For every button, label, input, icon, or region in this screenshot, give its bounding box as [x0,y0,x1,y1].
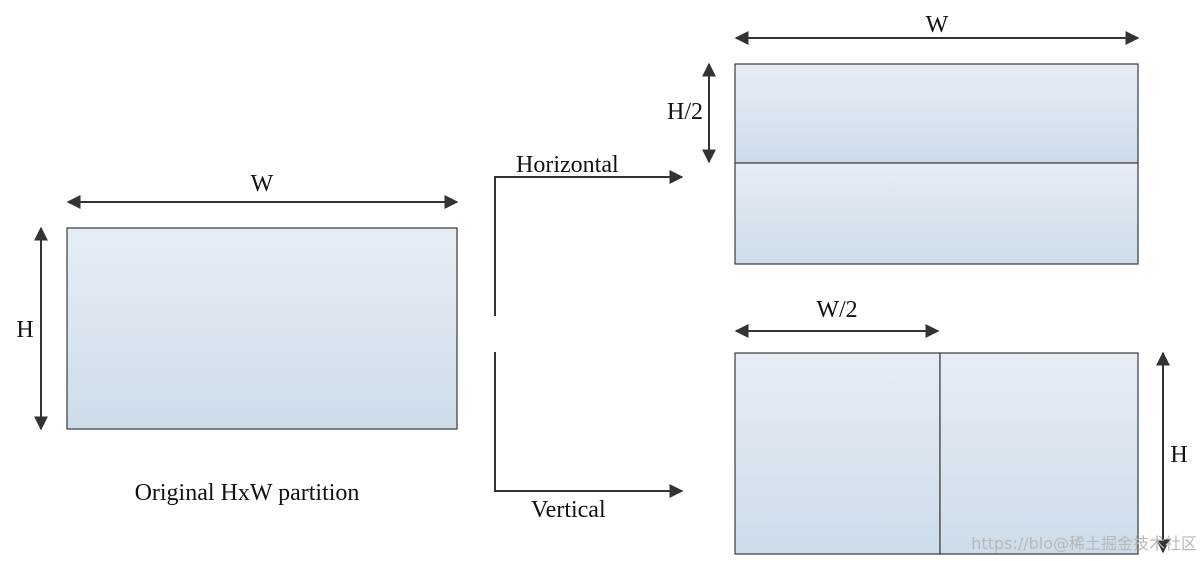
horizontal-bottom-half [734,162,1139,265]
original-height-label: H [16,317,33,343]
original-block [66,227,458,430]
horizontal-width-label: W [926,12,949,38]
vertical-connector [494,352,684,498]
watermark-text: https://blo@稀土掘金技术社区 [971,534,1197,553]
horizontal-top-half [734,63,1139,164]
horizontal-label: Horizontal [516,152,619,178]
original-caption: Original HxW partition [135,480,360,506]
vertical-label: Vertical [531,497,606,523]
original-width-label: W [251,171,274,197]
horizontal-connector [494,170,684,316]
vertical-right-half [939,352,1139,555]
vertical-width-label: W/2 [816,297,857,323]
vertical-height-label: H [1170,442,1187,468]
vertical-left-half [734,352,941,555]
horizontal-height-label: H/2 [667,99,703,125]
